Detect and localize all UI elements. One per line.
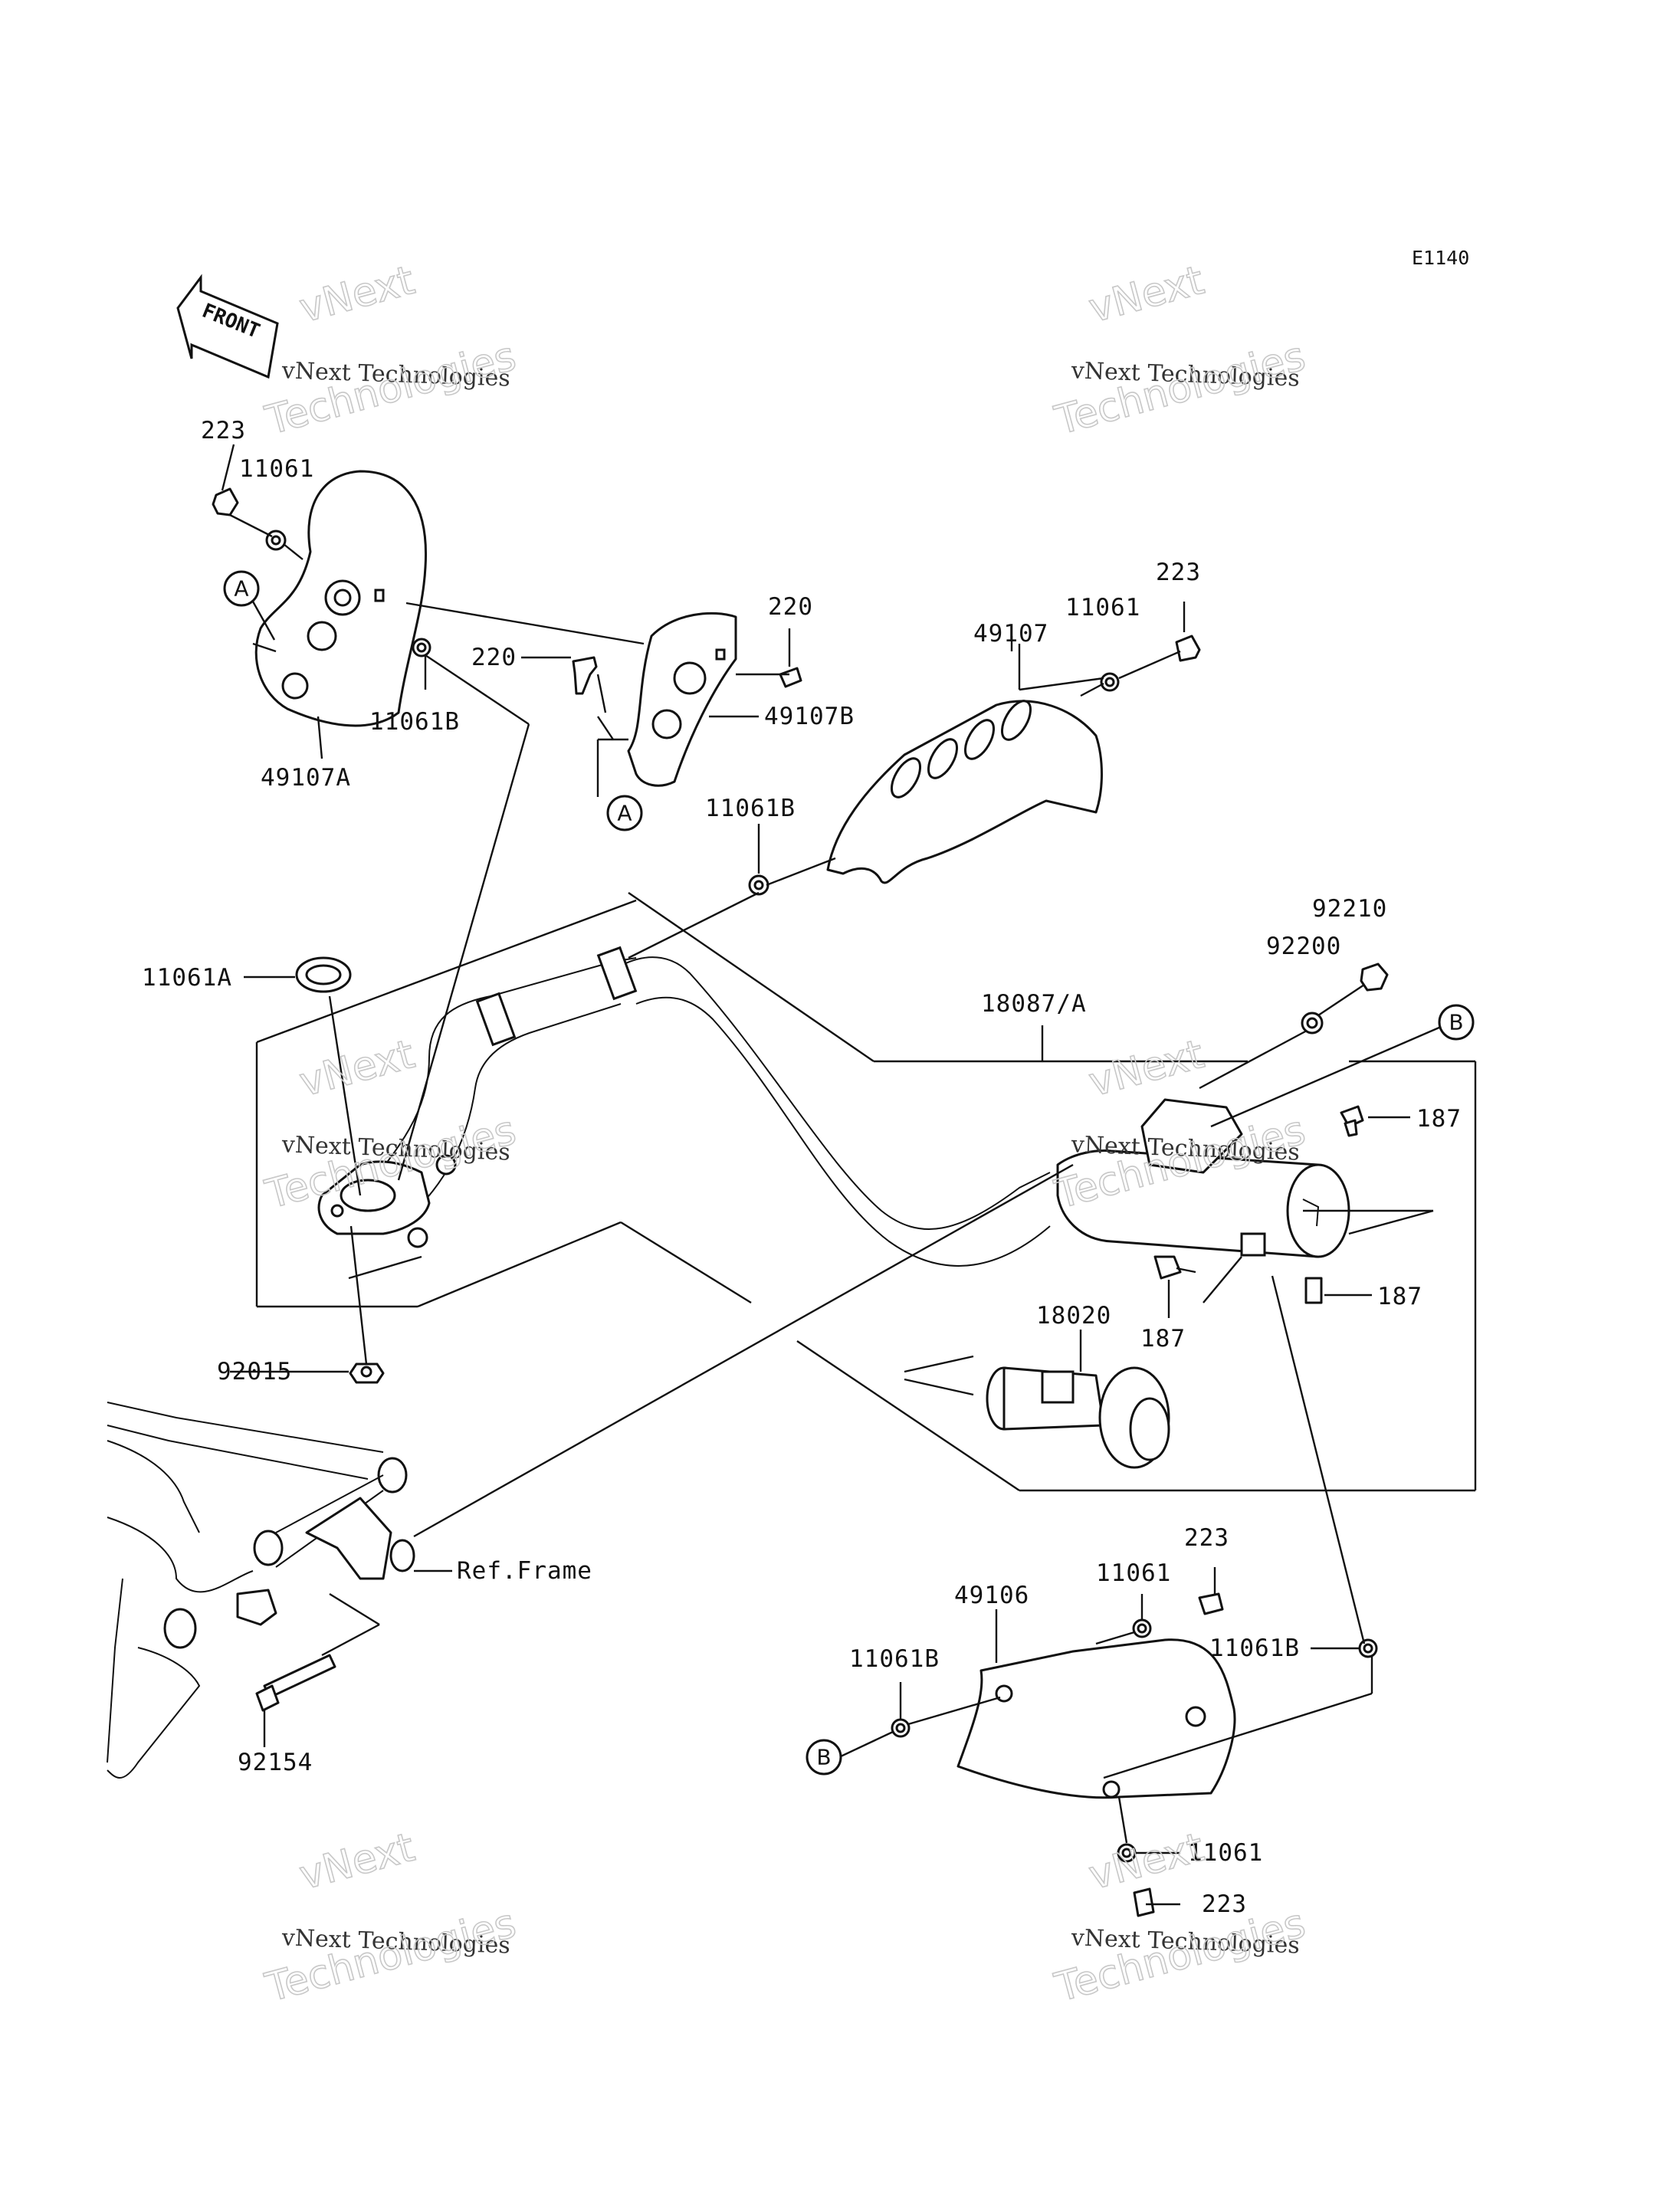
- heat-guard-49107b: [627, 612, 737, 787]
- exhaust-flange: [317, 1160, 431, 1235]
- label-92154: 92154: [238, 1749, 313, 1776]
- svg-text:vNext: vNext: [1084, 257, 1209, 332]
- label-187-a: 187: [1416, 1105, 1462, 1133]
- watermark-6: vNext vNext Technologies Technologies: [1049, 1824, 1311, 2012]
- washer-92200: [1301, 1012, 1324, 1035]
- heat-guard-49107a: [254, 470, 428, 727]
- label-223-top-left: 223: [201, 417, 246, 444]
- label-220-b: 220: [768, 593, 813, 621]
- label-220-a: 220: [471, 644, 517, 671]
- svg-text:vNext: vNext: [295, 1031, 419, 1106]
- heat-guard-49107: [826, 700, 1103, 884]
- washer-11061b-left: [412, 638, 431, 657]
- screw-220-a: [572, 656, 598, 695]
- label-11061-bottom-right: 11061: [1096, 1559, 1171, 1587]
- svg-text:vNext: vNext: [1084, 1825, 1209, 1899]
- bolt-223-top-right: [1175, 635, 1201, 662]
- label-11061-bottom: 11061: [1188, 1839, 1263, 1867]
- washer-11061b-bottom-1: [891, 1718, 911, 1738]
- bolt-187-c: [1304, 1277, 1323, 1304]
- watermark-1: vNext vNext Technologies Technologies: [260, 257, 521, 444]
- label-49107a: 49107A: [261, 764, 351, 792]
- label-ref-frame: Ref.Frame: [457, 1557, 592, 1585]
- bolt-92154: [255, 1654, 336, 1712]
- svg-text:B: B: [1449, 1010, 1463, 1035]
- svg-text:B: B: [816, 1745, 831, 1770]
- label-223-bottom-right: 223: [1184, 1524, 1229, 1552]
- washer-11061-top-left: [265, 530, 287, 551]
- bolt-187-b: [1153, 1255, 1182, 1280]
- frame: [107, 1402, 415, 1779]
- svg-text:A: A: [617, 801, 632, 826]
- bolt-223-bottom-right: [1198, 1592, 1224, 1615]
- ref-circle-b-right: B: [1438, 1004, 1475, 1041]
- label-223-top-right: 223: [1156, 559, 1201, 586]
- label-18020: 18020: [1036, 1302, 1111, 1330]
- bolt-223-bottom: [1133, 1887, 1155, 1917]
- ref-circle-a-left: A: [223, 570, 260, 607]
- heat-guard-49106: [956, 1638, 1236, 1799]
- screw-220-b: [779, 667, 802, 688]
- label-11061b-bottom-1: 11061B: [849, 1645, 940, 1673]
- label-11061-top-left: 11061: [239, 455, 314, 483]
- leader-lines: [221, 444, 1477, 1906]
- label-92210: 92210: [1312, 895, 1387, 923]
- label-11061b-mid: 11061B: [705, 795, 796, 822]
- label-18087a: 18087/A: [981, 990, 1087, 1018]
- label-92200: 92200: [1266, 933, 1341, 960]
- washer-11061b-bottom-2: [1358, 1638, 1378, 1658]
- washer-11061-top-right: [1100, 672, 1120, 692]
- bolt-187-a: [1340, 1105, 1364, 1137]
- front-arrow-icon: FRONT: [176, 274, 279, 379]
- spark-arrester-18020: [986, 1366, 1170, 1469]
- label-49106: 49106: [954, 1582, 1029, 1609]
- watermark-2: vNext vNext Technologies Technologies: [1049, 257, 1311, 444]
- label-49107b: 49107B: [764, 703, 855, 730]
- washer-11061b-mid: [748, 874, 769, 896]
- diagram-code: E1140: [1412, 247, 1469, 269]
- exhaust-pipe: [359, 946, 1051, 1267]
- label-49107: 49107: [973, 620, 1048, 648]
- washer-11061-bottom-right: [1132, 1618, 1152, 1638]
- label-11061-top-right: 11061: [1065, 594, 1140, 621]
- label-11061a: 11061A: [142, 964, 232, 992]
- label-187-b: 187: [1377, 1283, 1422, 1310]
- label-187-c: 187: [1140, 1325, 1186, 1353]
- label-11061b-left: 11061B: [369, 708, 460, 736]
- ref-circle-a-mid: A: [606, 795, 643, 831]
- nut-92210: [1360, 962, 1389, 992]
- svg-text:vNext: vNext: [295, 1825, 419, 1899]
- nut-92015: [349, 1362, 385, 1384]
- svg-text:vNext: vNext: [1084, 1031, 1209, 1106]
- label-92015: 92015: [217, 1358, 292, 1385]
- ref-circle-b-bottom: B: [806, 1739, 842, 1776]
- gasket-11061a: [295, 956, 352, 993]
- svg-text:vNext: vNext: [295, 257, 419, 332]
- label-11061b-bottom-2: 11061B: [1209, 1635, 1300, 1662]
- washer-11061-bottom: [1117, 1843, 1137, 1863]
- nut-223-top-left: [212, 487, 239, 516]
- label-223-bottom: 223: [1202, 1890, 1247, 1918]
- watermark-5: vNext vNext Technologies Technologies: [260, 1824, 521, 2012]
- svg-text:A: A: [234, 576, 248, 602]
